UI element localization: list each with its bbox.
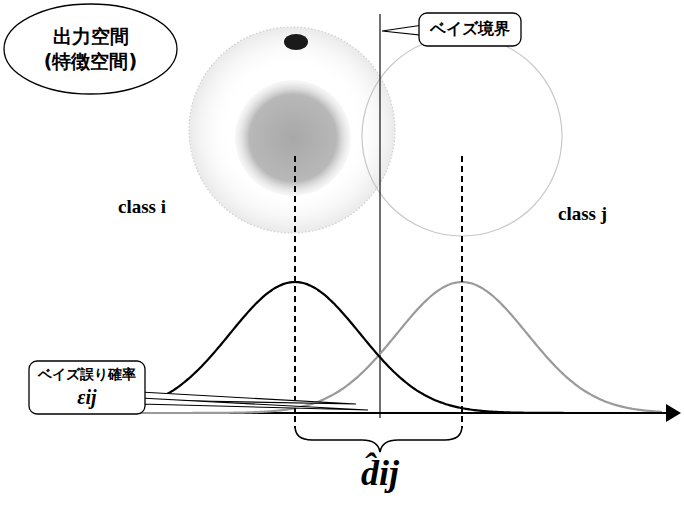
callout-outline: [419, 13, 521, 46]
node-text: 出力空間 (特徴空間): [36, 24, 146, 73]
class-label: class j: [558, 203, 607, 225]
distribution-i: [58, 282, 662, 413]
mean-line-i: [294, 156, 296, 428]
distance-label: d̂ij: [361, 452, 399, 494]
axis-arrow: [666, 404, 681, 422]
distribution-j: [58, 282, 662, 413]
callout-box: ベイズ誤り確率εij: [28, 360, 146, 415]
class-label: class i: [118, 196, 166, 218]
ellipse-outline: [4, 4, 177, 94]
dark-blob: [284, 34, 308, 50]
class-i-core: [235, 80, 351, 196]
ellipse-outline: [3, 3, 178, 95]
callout-outline: [29, 361, 145, 414]
callout-tail: [140, 398, 368, 410]
callout-box: ベイズ境界: [418, 12, 522, 47]
distance-brace: [295, 426, 462, 452]
class-i-circle: [189, 27, 395, 233]
node-text: ベイズ境界: [430, 19, 510, 40]
mean-line-j: [461, 156, 463, 428]
node-text: ベイズ誤り確率: [38, 365, 136, 383]
space-ellipse: 出力空間 (特徴空間): [3, 3, 178, 95]
node-text: εij: [77, 384, 96, 410]
